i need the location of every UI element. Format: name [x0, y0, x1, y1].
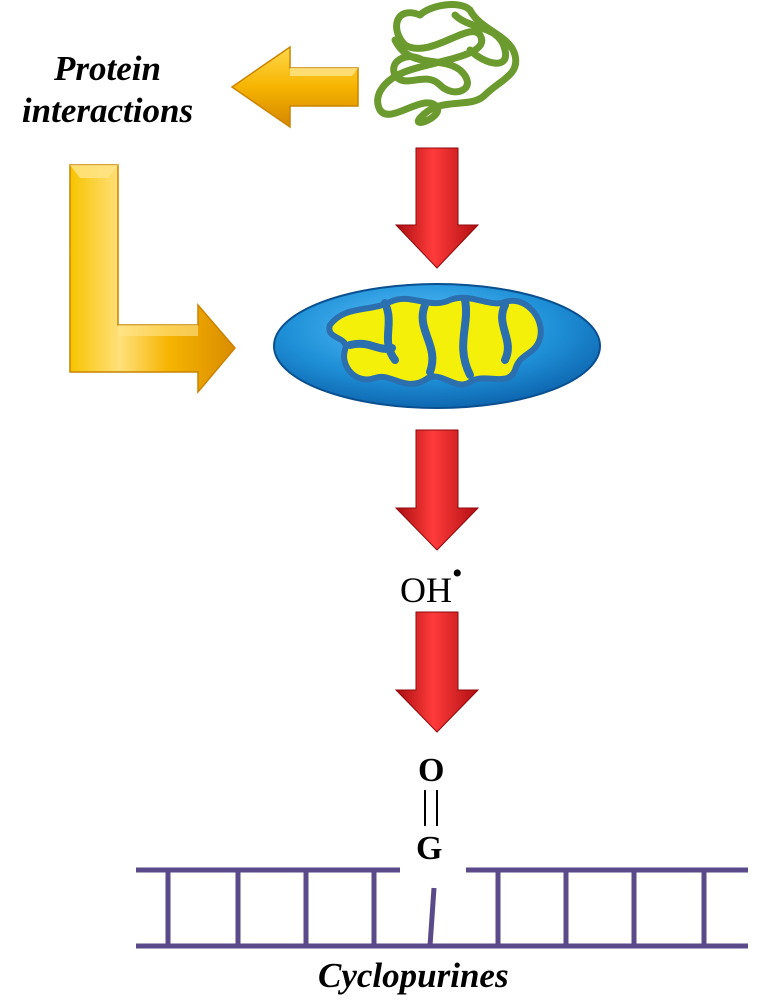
red-arrow-1: [394, 147, 480, 269]
double-bond: [424, 790, 438, 826]
mitochondrion-icon: [273, 283, 601, 409]
oxygen-label: O: [418, 752, 445, 789]
protein-label-line2: interactions: [21, 91, 194, 130]
dna-ladder-icon: [136, 867, 748, 949]
cyclopurines-label: Cyclopurines: [318, 956, 509, 995]
oh-text: OH: [400, 570, 452, 610]
protein-interactions-label: Protein interactions: [0, 48, 215, 132]
guanine-label: G: [416, 830, 443, 867]
red-arrow-2: [394, 429, 480, 551]
gold-arrow-left: [230, 45, 359, 129]
gold-l-arrow: [69, 164, 236, 395]
red-arrow-3: [394, 611, 480, 733]
protein-coil-icon: [374, 1, 520, 126]
hydroxyl-radical-label: OH•: [400, 557, 463, 611]
radical-dot: •: [452, 557, 463, 590]
protein-label-line1: Protein: [54, 49, 161, 88]
